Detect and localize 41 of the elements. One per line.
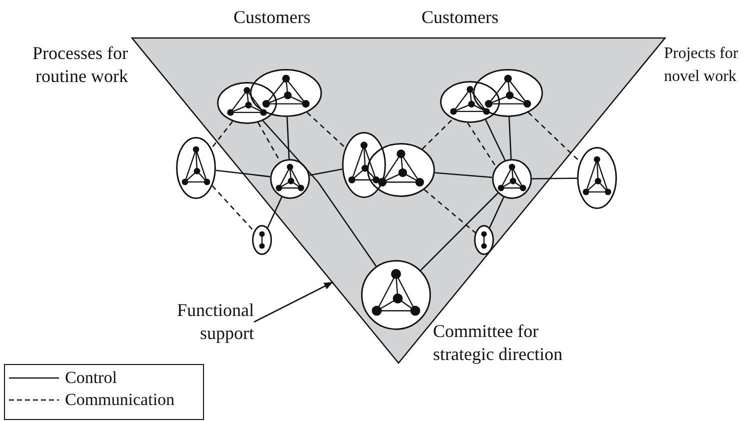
team-ellipse xyxy=(250,69,322,117)
team-ellipse xyxy=(367,143,435,197)
control-line xyxy=(508,116,512,160)
annotation-text: Processes for routine work xyxy=(32,42,128,88)
legend-text: Communication xyxy=(65,390,175,410)
control-line xyxy=(216,170,270,178)
team-ellipse xyxy=(440,81,500,123)
annotation-text: Committee for strategic direction xyxy=(433,320,564,366)
annotation-text: Customers xyxy=(232,6,312,29)
control-line xyxy=(420,192,498,271)
callout-text: Functional support xyxy=(150,299,254,345)
annotation-text: Projects for novel work xyxy=(664,44,740,87)
team-ellipse xyxy=(474,225,494,255)
team-circle xyxy=(492,159,532,199)
control-line xyxy=(434,172,492,178)
team-circle xyxy=(270,159,310,199)
control-line xyxy=(267,196,282,228)
annotation-text: Customers xyxy=(420,6,500,29)
control-line xyxy=(262,120,377,267)
communication-line xyxy=(467,122,497,168)
control-line xyxy=(310,168,342,176)
team-ellipse xyxy=(473,69,543,117)
team-ellipse xyxy=(217,82,277,124)
communication-line xyxy=(306,112,346,148)
legend-text: Control xyxy=(65,368,117,388)
team-ellipse xyxy=(176,137,216,199)
team-ellipse xyxy=(342,132,386,198)
communication-line xyxy=(210,121,234,149)
control-line xyxy=(532,178,577,180)
communication-line xyxy=(422,118,454,150)
control-line xyxy=(485,120,506,161)
arrow xyxy=(254,281,334,323)
team-circle xyxy=(361,260,431,330)
communication-line xyxy=(424,189,476,234)
control-line xyxy=(286,116,290,160)
organization-triangle xyxy=(132,38,665,363)
team-ellipse xyxy=(252,225,272,255)
communication-line xyxy=(212,185,254,232)
team-ellipse xyxy=(577,147,617,209)
control-line xyxy=(489,196,504,228)
communication-line xyxy=(528,112,580,162)
